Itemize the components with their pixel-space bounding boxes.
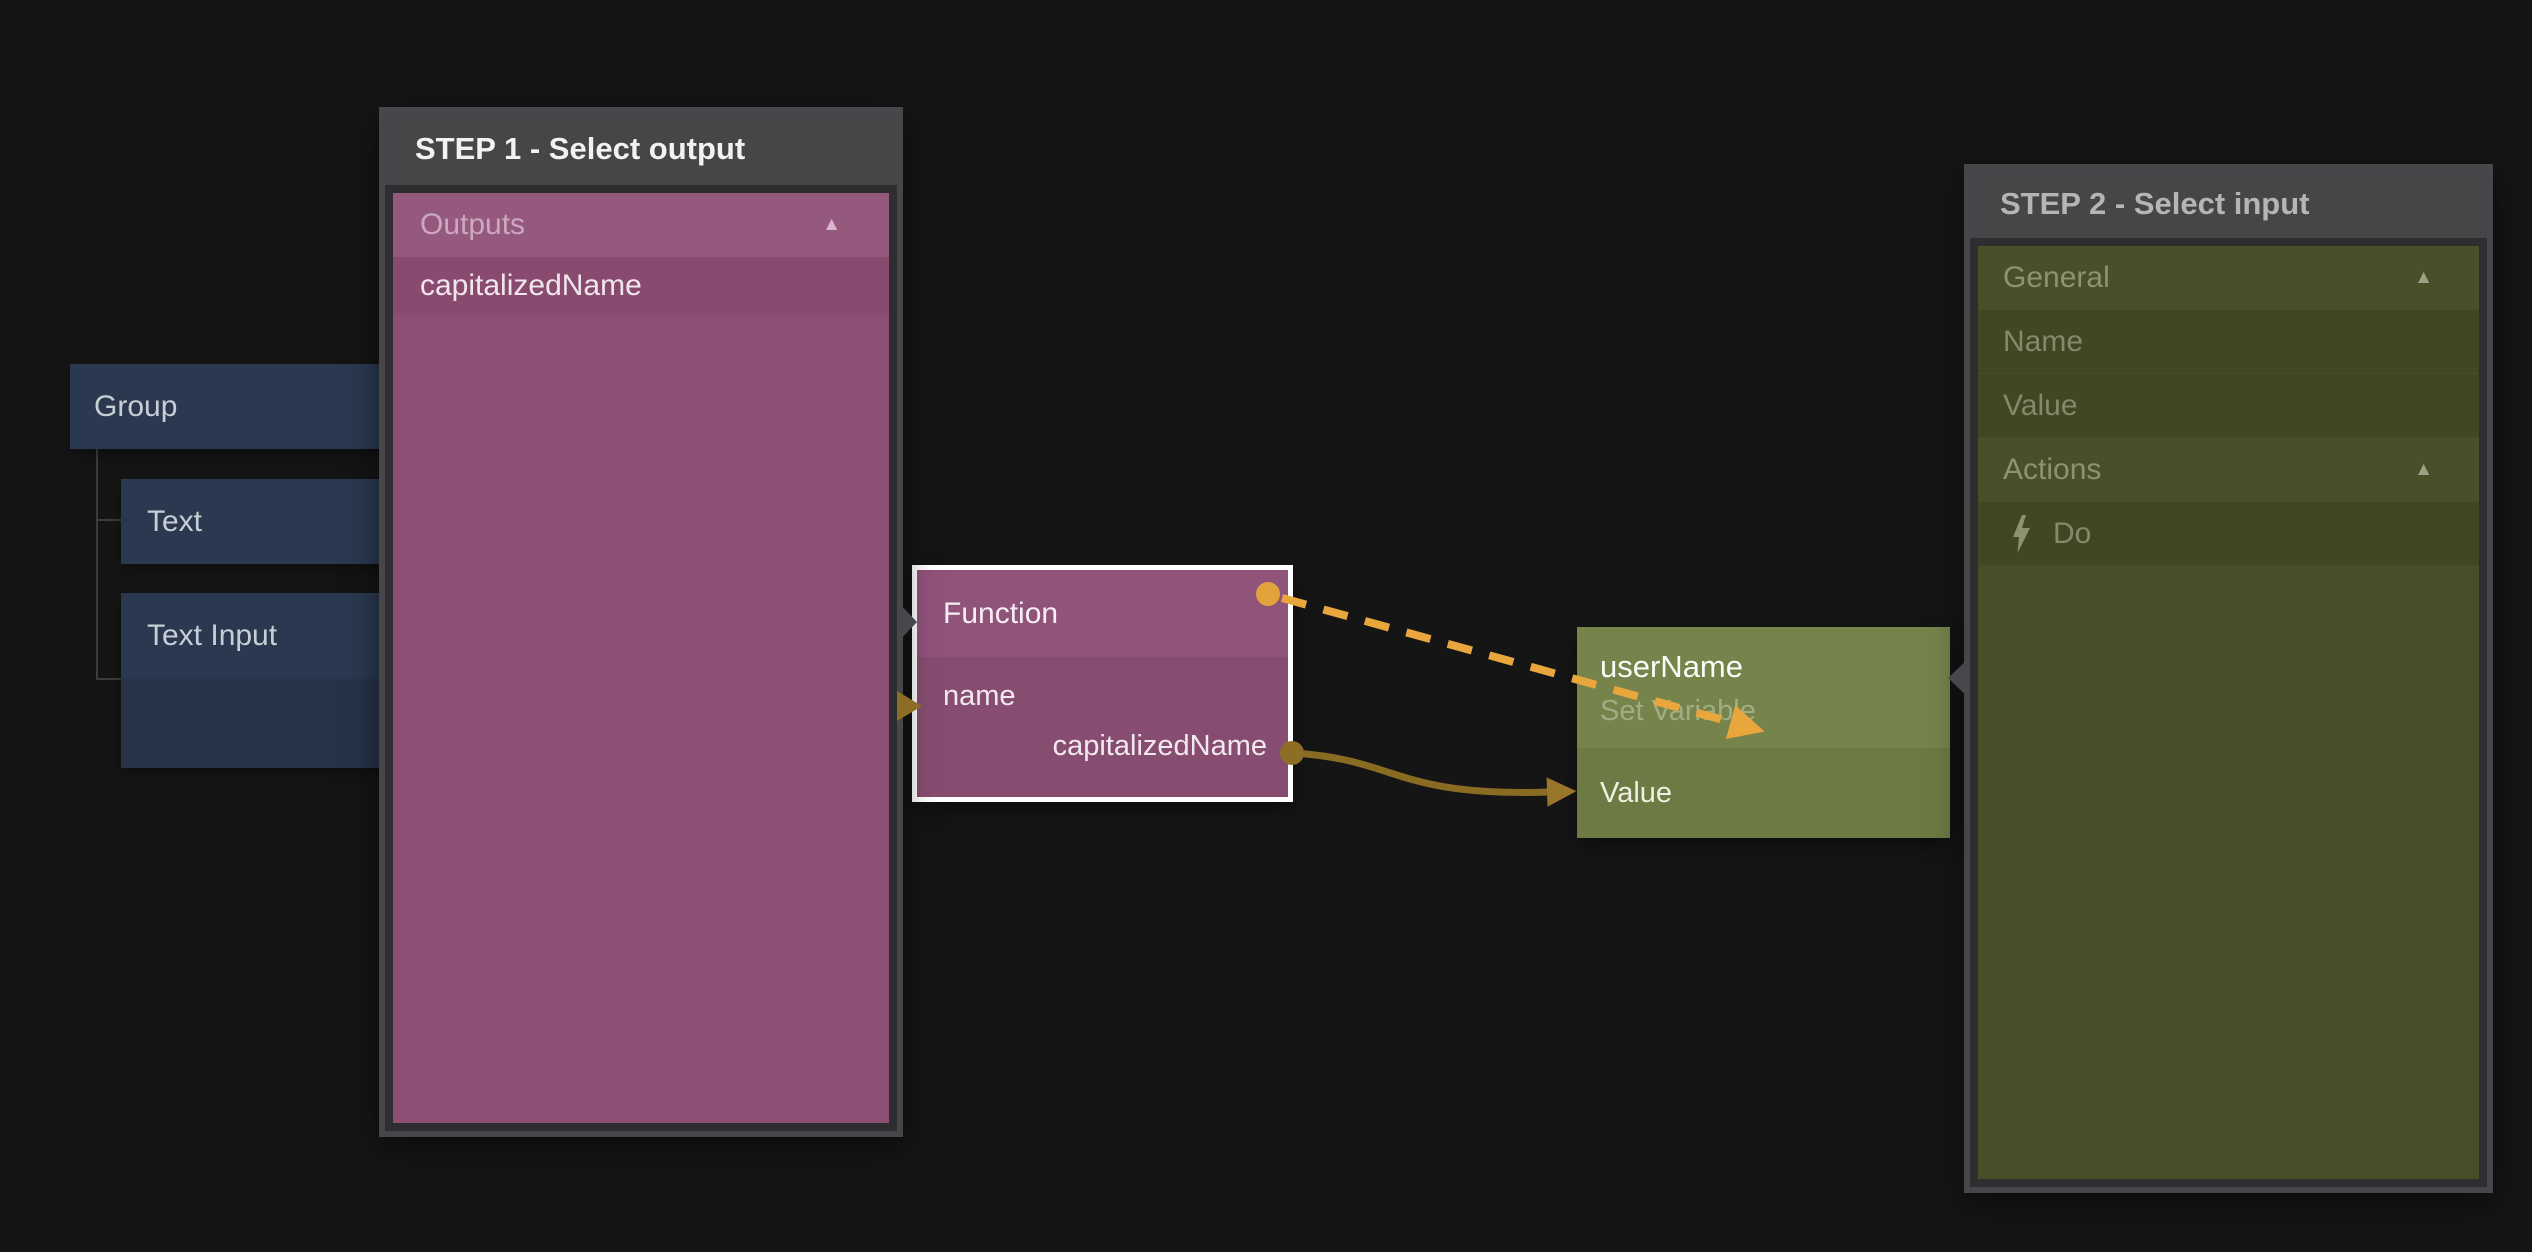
step1-panel: STEP 1 - Select output Outputs ▲ capital… (379, 107, 903, 1137)
text-node-label: Text (147, 504, 203, 538)
tree-connector-tick-text-input (96, 678, 123, 680)
step2-general-section-label: General (2003, 261, 2110, 294)
value-connection-solid (1293, 749, 1577, 807)
collapse-up-icon[interactable]: ▲ (822, 213, 841, 235)
collapse-up-icon[interactable]: ▲ (2414, 459, 2433, 480)
text-input-node-label: Text Input (147, 619, 278, 652)
tree-connector-line (96, 448, 98, 680)
group-node[interactable]: Group (70, 364, 415, 449)
step1-outputs-section[interactable]: Outputs ▲ (393, 193, 889, 256)
set-variable-node-subtitle: Set Variable (1600, 695, 1756, 727)
step1-panel-body: Outputs ▲ capitalizedName (393, 193, 889, 1123)
step1-panel-frame: Outputs ▲ capitalizedName (385, 185, 897, 1131)
step2-actions-section-label: Actions (2003, 453, 2102, 486)
set-variable-node-title: userName (1600, 649, 1743, 684)
step2-item-name-label: Name (2003, 324, 2084, 358)
step1-panel-header: STEP 1 - Select output (385, 113, 897, 185)
function-output-port[interactable] (1280, 741, 1304, 765)
step2-panel-header: STEP 2 - Select input (1970, 170, 2487, 238)
function-signal-port[interactable] (1256, 582, 1280, 606)
step2-panel-title: STEP 2 - Select input (2000, 186, 2310, 221)
step1-item-capitalizedname[interactable]: capitalizedName (393, 256, 889, 315)
text-node[interactable]: Text (121, 479, 415, 564)
step2-general-section[interactable]: General ▲ (1978, 246, 2479, 310)
set-variable-input-value-label: Value (1600, 776, 1673, 809)
step1-panel-title: STEP 1 - Select output (415, 131, 746, 166)
step1-panel-connector-triangle (897, 601, 917, 643)
step2-item-value-label: Value (2003, 388, 2078, 422)
function-input-name-port-arrow[interactable] (897, 691, 922, 721)
step2-panel: STEP 2 - Select input General ▲ Name Val… (1964, 164, 2493, 1193)
function-node-body: name capitalizedName (917, 657, 1288, 797)
text-input-node-header: Text Input (121, 593, 415, 679)
text-input-node[interactable]: Text Input (121, 593, 415, 768)
step2-actions-section[interactable]: Actions ▲ (1978, 438, 2479, 502)
step2-panel-connector-triangle (1948, 657, 1970, 699)
function-node-title: Function (943, 596, 1059, 630)
step2-item-do-label: Do (2053, 516, 2092, 550)
text-input-node-body (121, 679, 415, 768)
step2-panel-body: General ▲ Name Value Actions ▲ Do (1978, 246, 2479, 1179)
step2-panel-frame: General ▲ Name Value Actions ▲ Do (1970, 238, 2487, 1187)
group-node-label: Group (94, 389, 178, 423)
function-input-name[interactable]: name (943, 680, 1016, 712)
step2-item-name[interactable]: Name (1978, 310, 2479, 374)
function-node-header: Function (917, 570, 1288, 657)
step2-item-value[interactable]: Value (1978, 374, 2479, 438)
function-output-capitalizedname[interactable]: capitalizedName (1052, 730, 1267, 762)
lightning-icon (2013, 514, 2030, 553)
step2-item-do[interactable]: Do (1978, 502, 2479, 566)
step1-item-capitalizedname-label: capitalizedName (420, 269, 642, 302)
set-variable-input-value-row[interactable]: Value (1577, 748, 1950, 838)
function-node[interactable]: Function name capitalizedName (912, 565, 1293, 802)
step1-outputs-section-label: Outputs (420, 207, 526, 241)
set-variable-node-header: userName Set Variable (1577, 627, 1950, 748)
collapse-up-icon[interactable]: ▲ (2414, 267, 2433, 288)
tree-connector-tick-text (96, 519, 123, 521)
set-variable-node[interactable]: userName Set Variable Value (1577, 627, 1950, 838)
